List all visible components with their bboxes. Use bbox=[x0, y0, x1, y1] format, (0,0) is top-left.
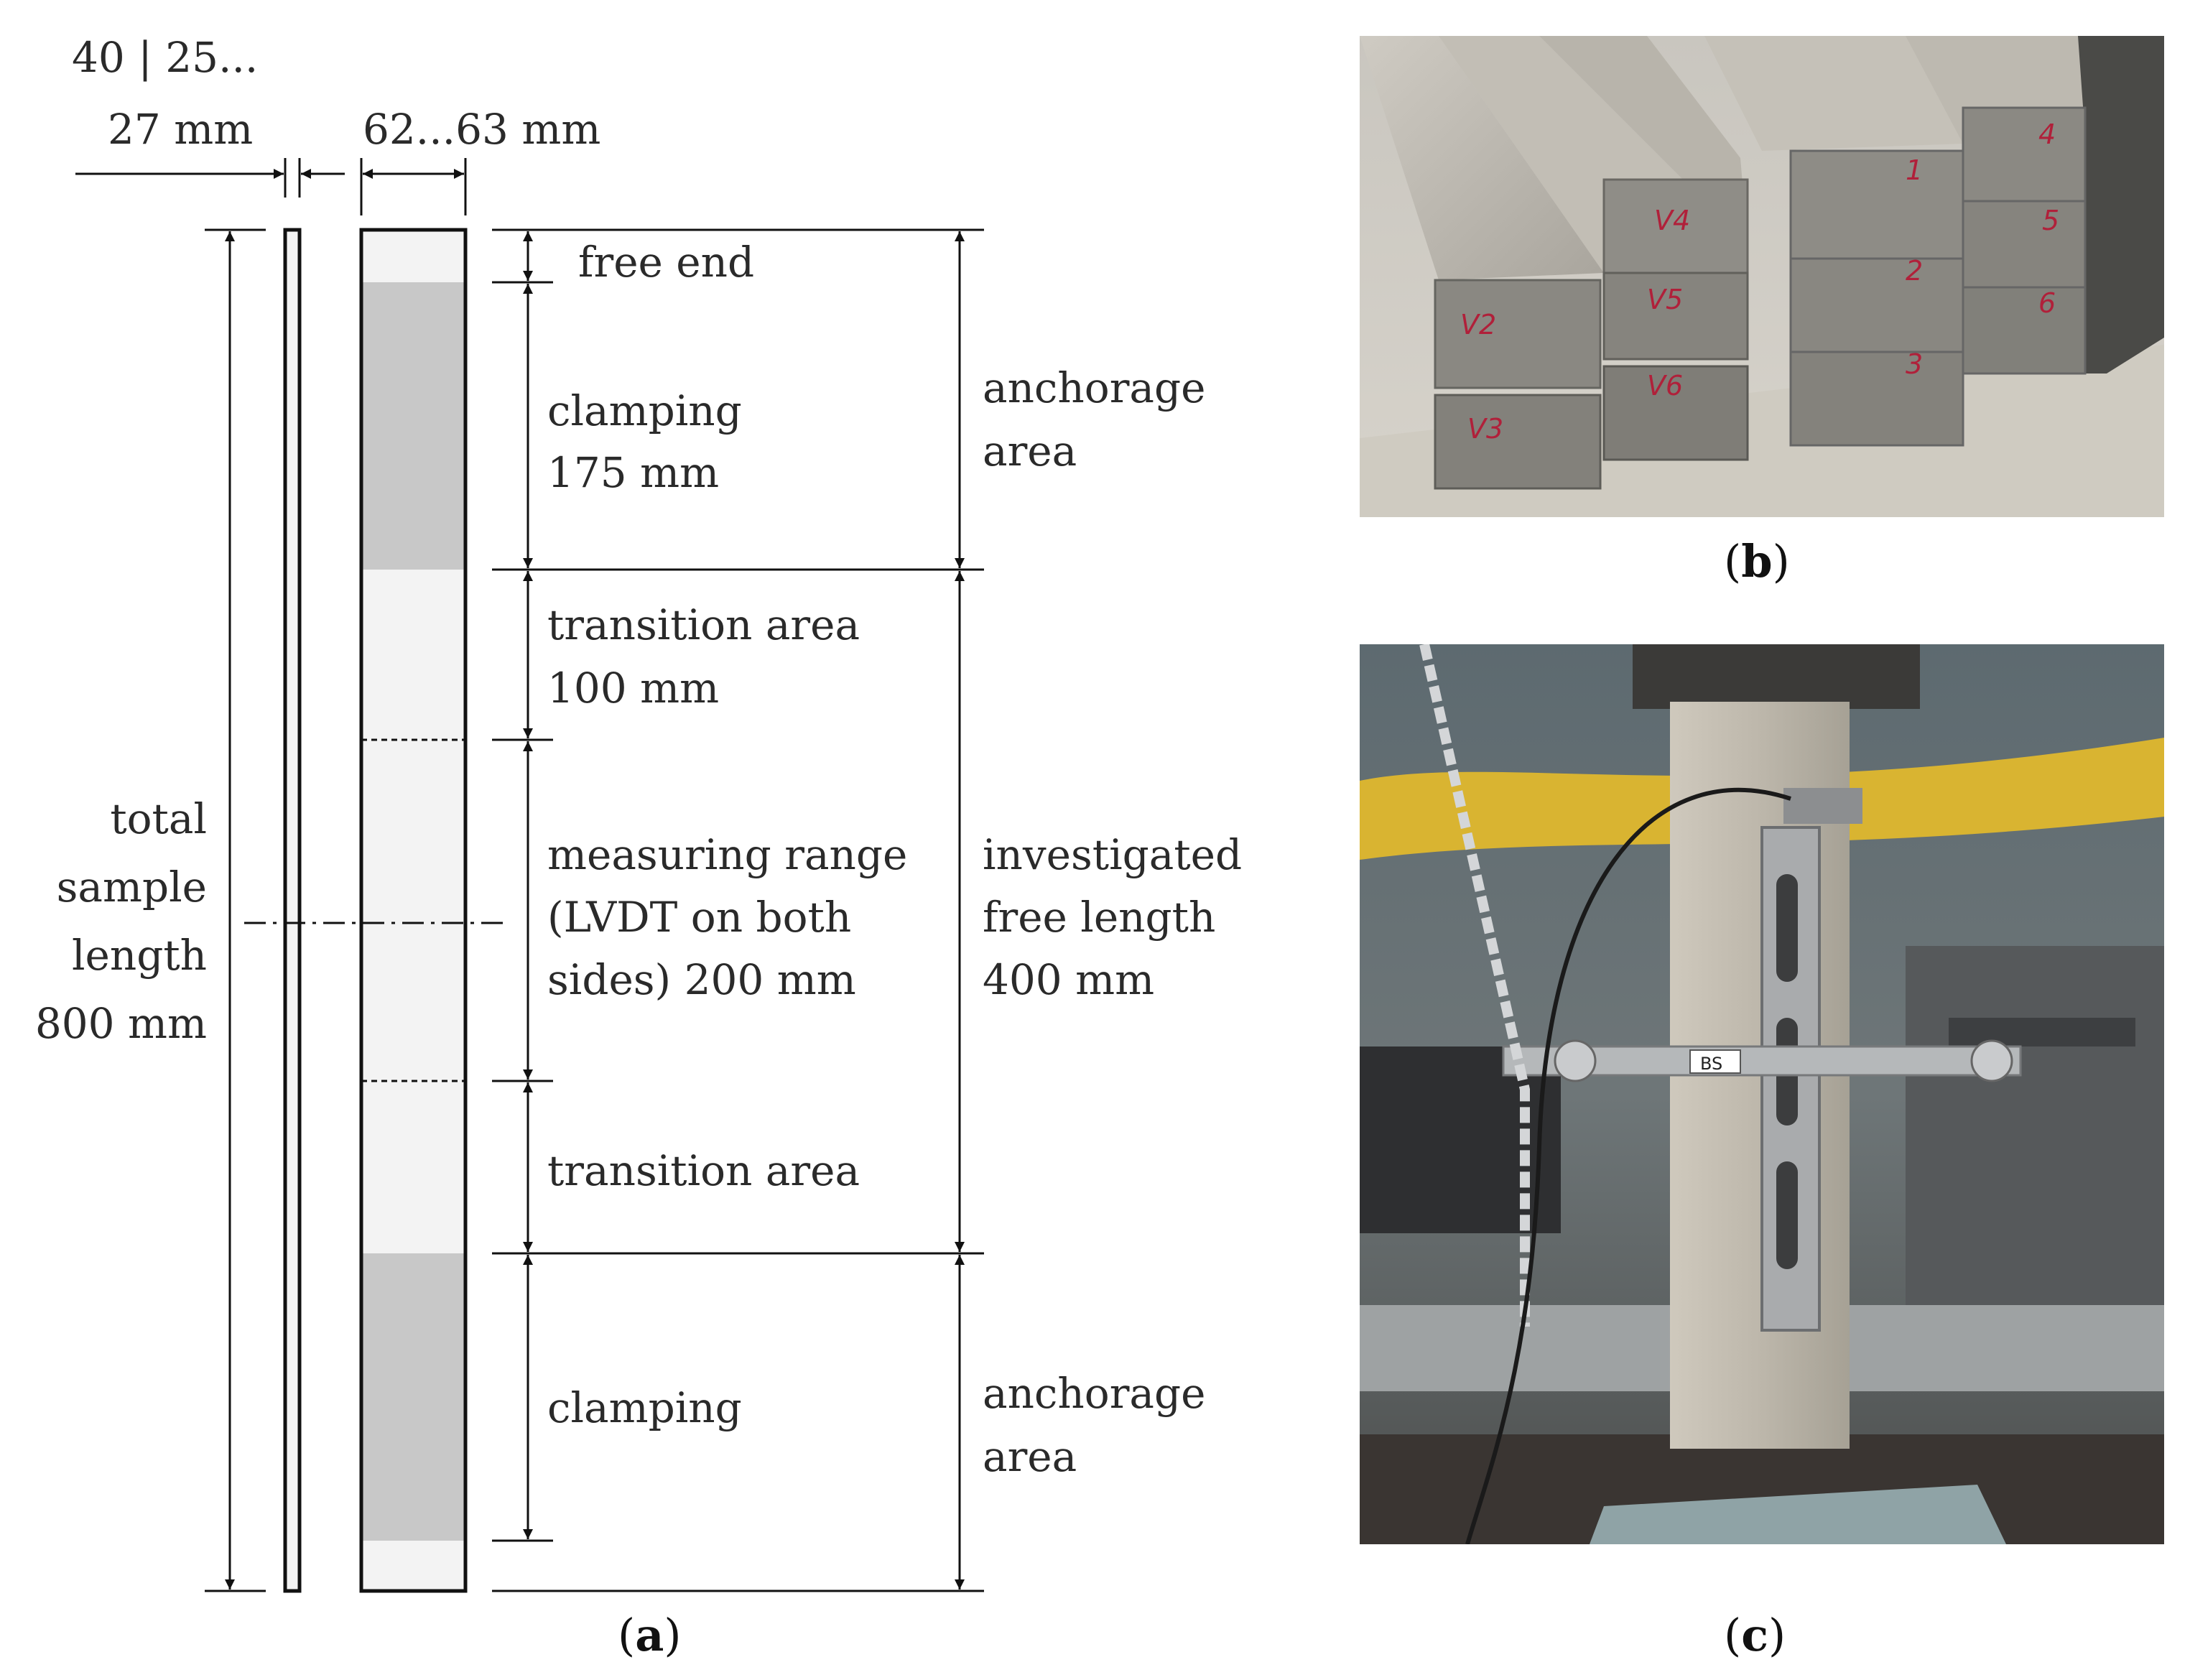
free-end-label: free end bbox=[578, 238, 754, 287]
mark-1: 1 bbox=[1906, 154, 1923, 186]
total-length-dimension bbox=[205, 228, 266, 1592]
specimen-end-v2 bbox=[1434, 279, 1602, 389]
mark-2: 2 bbox=[1906, 255, 1923, 287]
side-view-bar bbox=[283, 228, 302, 1593]
width-dimension bbox=[360, 158, 467, 215]
specimen-schematic: 40 | 25... 27 mm 62...63 mm total sample… bbox=[35, 33, 1242, 1593]
clamping-top-label-2: 175 mm bbox=[547, 448, 719, 497]
lvdt-sensor-head bbox=[1783, 788, 1862, 824]
specimen-end-v5 bbox=[1602, 272, 1749, 361]
mark-5: 5 bbox=[2042, 205, 2059, 236]
mark-3: 3 bbox=[1906, 348, 1923, 380]
caption-a: (a) bbox=[618, 1609, 682, 1661]
upper-crosshead bbox=[1633, 644, 1920, 709]
anchorage-bottom-label-1: anchorage bbox=[983, 1369, 1205, 1418]
clamping-zone-bottom bbox=[361, 1253, 465, 1541]
total-length-label-2: sample bbox=[57, 863, 207, 911]
measuring-label-3: sides) 200 mm bbox=[547, 955, 856, 1004]
gauge-label: BS bbox=[1700, 1054, 1722, 1074]
width-label: 62...63 mm bbox=[363, 105, 600, 154]
caption-c: (c) bbox=[1724, 1609, 1786, 1661]
anchorage-bottom-label-2: area bbox=[983, 1432, 1077, 1481]
specimen-end-v6 bbox=[1602, 365, 1749, 461]
clamping-zone-top bbox=[361, 282, 465, 570]
transition-top-label-1: transition area bbox=[547, 600, 860, 649]
clamping-bottom-label: clamping bbox=[547, 1383, 742, 1432]
caption-b: (b) bbox=[1724, 535, 1790, 588]
mark-4: 4 bbox=[2038, 119, 2056, 150]
test-setup-photo: BS bbox=[1360, 644, 2164, 1544]
measuring-label-2: (LVDT on both bbox=[547, 893, 851, 942]
clamping-top-label-1: clamping bbox=[547, 386, 742, 435]
specimen-front-view bbox=[359, 228, 468, 1593]
measuring-label-1: measuring range bbox=[547, 830, 907, 879]
anchorage-top-label-2: area bbox=[983, 427, 1077, 475]
transition-top-label-2: 100 mm bbox=[547, 664, 719, 713]
specimen-end-v4 bbox=[1602, 178, 1749, 274]
investigated-label-3: 400 mm bbox=[983, 955, 1154, 1004]
investigated-label-1: investigated bbox=[983, 830, 1242, 879]
lower-grip-plate bbox=[1590, 1485, 2006, 1544]
mark-v4: V4 bbox=[1654, 205, 1690, 236]
total-length-label-1: total bbox=[110, 794, 207, 843]
transition-bottom-label: transition area bbox=[547, 1146, 860, 1195]
specimen-end-2 bbox=[1789, 257, 1964, 353]
specimens-photo: V4 V2 V5 V3 V6 1 4 2 5 3 6 bbox=[1360, 36, 2164, 517]
specimen-end-5 bbox=[1962, 200, 2087, 289]
thickness-label-2: 27 mm bbox=[108, 105, 253, 154]
total-length-label-4: 800 mm bbox=[35, 999, 207, 1048]
segment-dimensions bbox=[492, 228, 984, 1592]
total-length-label-3: length bbox=[72, 931, 207, 980]
investigated-label-2: free length bbox=[983, 893, 1215, 942]
specimen-end-v3 bbox=[1434, 394, 1602, 490]
mark-v6: V6 bbox=[1647, 370, 1683, 402]
mark-v3: V3 bbox=[1467, 413, 1503, 445]
mark-v2: V2 bbox=[1460, 309, 1496, 340]
thickness-dimension bbox=[75, 158, 345, 198]
specimen-end-4 bbox=[1962, 106, 2087, 203]
mark-v5: V5 bbox=[1647, 284, 1683, 315]
safety-chain bbox=[1419, 644, 1530, 1327]
specimen-end-1 bbox=[1789, 149, 1964, 260]
thickness-label-1: 40 | 25... bbox=[72, 33, 258, 82]
anchorage-top-label-1: anchorage bbox=[983, 363, 1205, 412]
sensor-cable bbox=[1465, 787, 1791, 1544]
specimen-end-3 bbox=[1789, 351, 1964, 447]
specimen-end-6 bbox=[1962, 286, 2087, 375]
mark-6: 6 bbox=[2038, 287, 2056, 319]
